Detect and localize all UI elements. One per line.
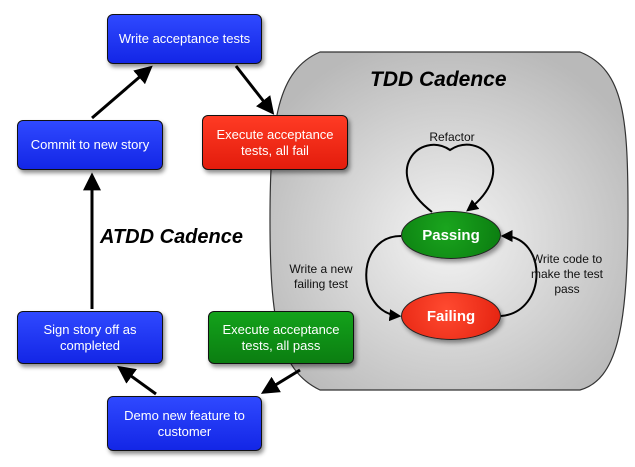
execute-tests-all-fail-box: Execute acceptance tests, all fail xyxy=(202,115,348,170)
commit-new-story-box: Commit to new story xyxy=(17,120,163,170)
tdd-cadence-title: TDD Cadence xyxy=(370,68,507,91)
refactor-label: Refactor xyxy=(429,130,475,144)
arrow-demo-to-sign xyxy=(117,365,157,396)
arrow-refactor-loop xyxy=(406,143,494,213)
passing-state: Passing xyxy=(401,211,501,259)
execute-tests-all-pass-box: Execute acceptance tests, all pass xyxy=(208,311,354,364)
failing-state: Failing xyxy=(401,292,501,340)
arrow-passing-to-failing xyxy=(365,235,402,322)
arrow-write-to-exec-fail xyxy=(234,65,275,115)
demo-feature-box: Demo new feature to customer xyxy=(107,396,262,451)
write-acceptance-tests-box: Write acceptance tests xyxy=(107,14,262,64)
write-failing-test-label: Write a new failing test xyxy=(289,262,353,291)
arrow-failing-to-passing xyxy=(500,230,538,317)
sign-story-off-box: Sign story off as completed xyxy=(17,311,163,364)
atdd-cadence-title: ATDD Cadence xyxy=(100,226,243,248)
arrow-commit-to-write xyxy=(91,65,153,120)
write-code-label: Write code to make the test pass xyxy=(530,252,604,296)
arrow-exec-pass-to-demo xyxy=(260,368,301,394)
